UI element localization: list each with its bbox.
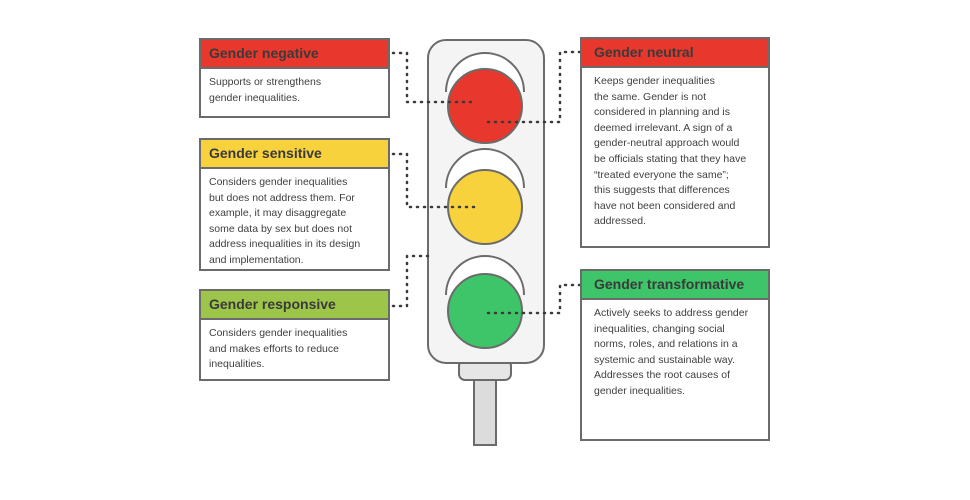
description-line: be officials stating that they have (594, 152, 747, 165)
description-line: Considers gender inequalities (209, 176, 348, 188)
description-line: have not been considered and (594, 199, 736, 212)
card-description: Supports or strengthens gender inequalit… (201, 69, 388, 106)
description-line: deemed irrelevant. A sign of a (594, 121, 733, 134)
description-line: Considers gender inequalities (209, 327, 348, 339)
description-line: Supports or strengthens (209, 76, 322, 88)
card-description: Considers gender inequalities but does n… (201, 169, 388, 269)
card-title: Gender transformative (582, 271, 768, 300)
card-title: Gender negative (201, 40, 388, 69)
description-line: Keeps gender inequalities (594, 75, 715, 87)
card-title: Gender neutral (582, 39, 768, 68)
red-lamp (447, 68, 523, 144)
card-description: Keeps gender inequalities the same. Gend… (582, 68, 768, 230)
connector-neutral (486, 50, 592, 124)
traffic-light-pole (473, 374, 497, 446)
description-line: inequalities, changing social (594, 322, 725, 335)
card-gender-negative: Gender negative Supports or strengthens … (199, 38, 390, 118)
description-line: the same. Gender is not (594, 90, 707, 103)
description-line: considered in planning and is (594, 106, 731, 119)
description-line: gender inequalities. (594, 384, 686, 397)
description-line: addressed. (594, 215, 646, 228)
description-line: gender inequalities. (209, 91, 301, 104)
description-line: gender-neutral approach would (594, 137, 740, 150)
description-line: and makes efforts to reduce (209, 342, 339, 355)
description-line: systemic and sustainable way. (594, 353, 736, 366)
description-line: and implementation. (209, 253, 304, 266)
card-description: Considers gender inequalities and makes … (201, 320, 388, 373)
description-line: “treated everyone the same”; (594, 168, 729, 181)
description-line: address inequalities in its design (209, 238, 361, 251)
description-line: example, it may disaggregate (209, 207, 347, 220)
yellow-lamp (447, 169, 523, 245)
green-lamp (447, 273, 523, 349)
connector-responsive (370, 254, 434, 308)
card-title: Gender responsive (201, 291, 388, 320)
card-title: Gender sensitive (201, 140, 388, 169)
card-gender-transformative: Gender transformative Actively seeks to … (580, 269, 770, 441)
description-line: norms, roles, and relations in a (594, 338, 738, 351)
description-line: Actively seeks to address gender (594, 307, 749, 319)
description-line: but does not address them. For (209, 191, 355, 204)
description-line: some data by sex but does not (209, 222, 353, 235)
description-line: Addresses the root causes of (594, 369, 730, 382)
card-gender-neutral: Gender neutral Keeps gender inequalities… (580, 37, 770, 248)
card-gender-responsive: Gender responsive Considers gender inequ… (199, 289, 390, 381)
card-gender-sensitive: Gender sensitive Considers gender inequa… (199, 138, 390, 271)
description-line: inequalities. (209, 358, 265, 371)
card-description: Actively seeks to address gender inequal… (582, 300, 768, 400)
description-line: this suggests that differences (594, 184, 730, 197)
connector-negative (370, 51, 477, 104)
connector-transformative (486, 283, 592, 315)
